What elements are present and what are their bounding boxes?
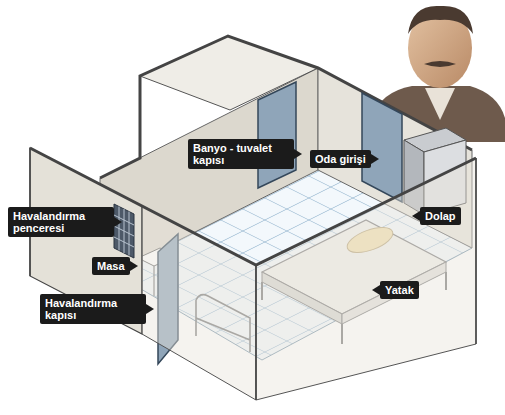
table-callout: Masa (92, 257, 130, 275)
entrance-callout: Oda girişi (310, 150, 371, 168)
cabinet-callout: Dolap (420, 207, 461, 225)
door-callout: Banyo - tuvalet kapısı (188, 139, 294, 169)
window-callout: Havalandırma penceresi (8, 207, 114, 237)
bed-callout: Yatak (380, 281, 419, 299)
vent-door-callout: Havalandırma kapısı (40, 294, 146, 324)
ventilation-window (114, 204, 134, 258)
